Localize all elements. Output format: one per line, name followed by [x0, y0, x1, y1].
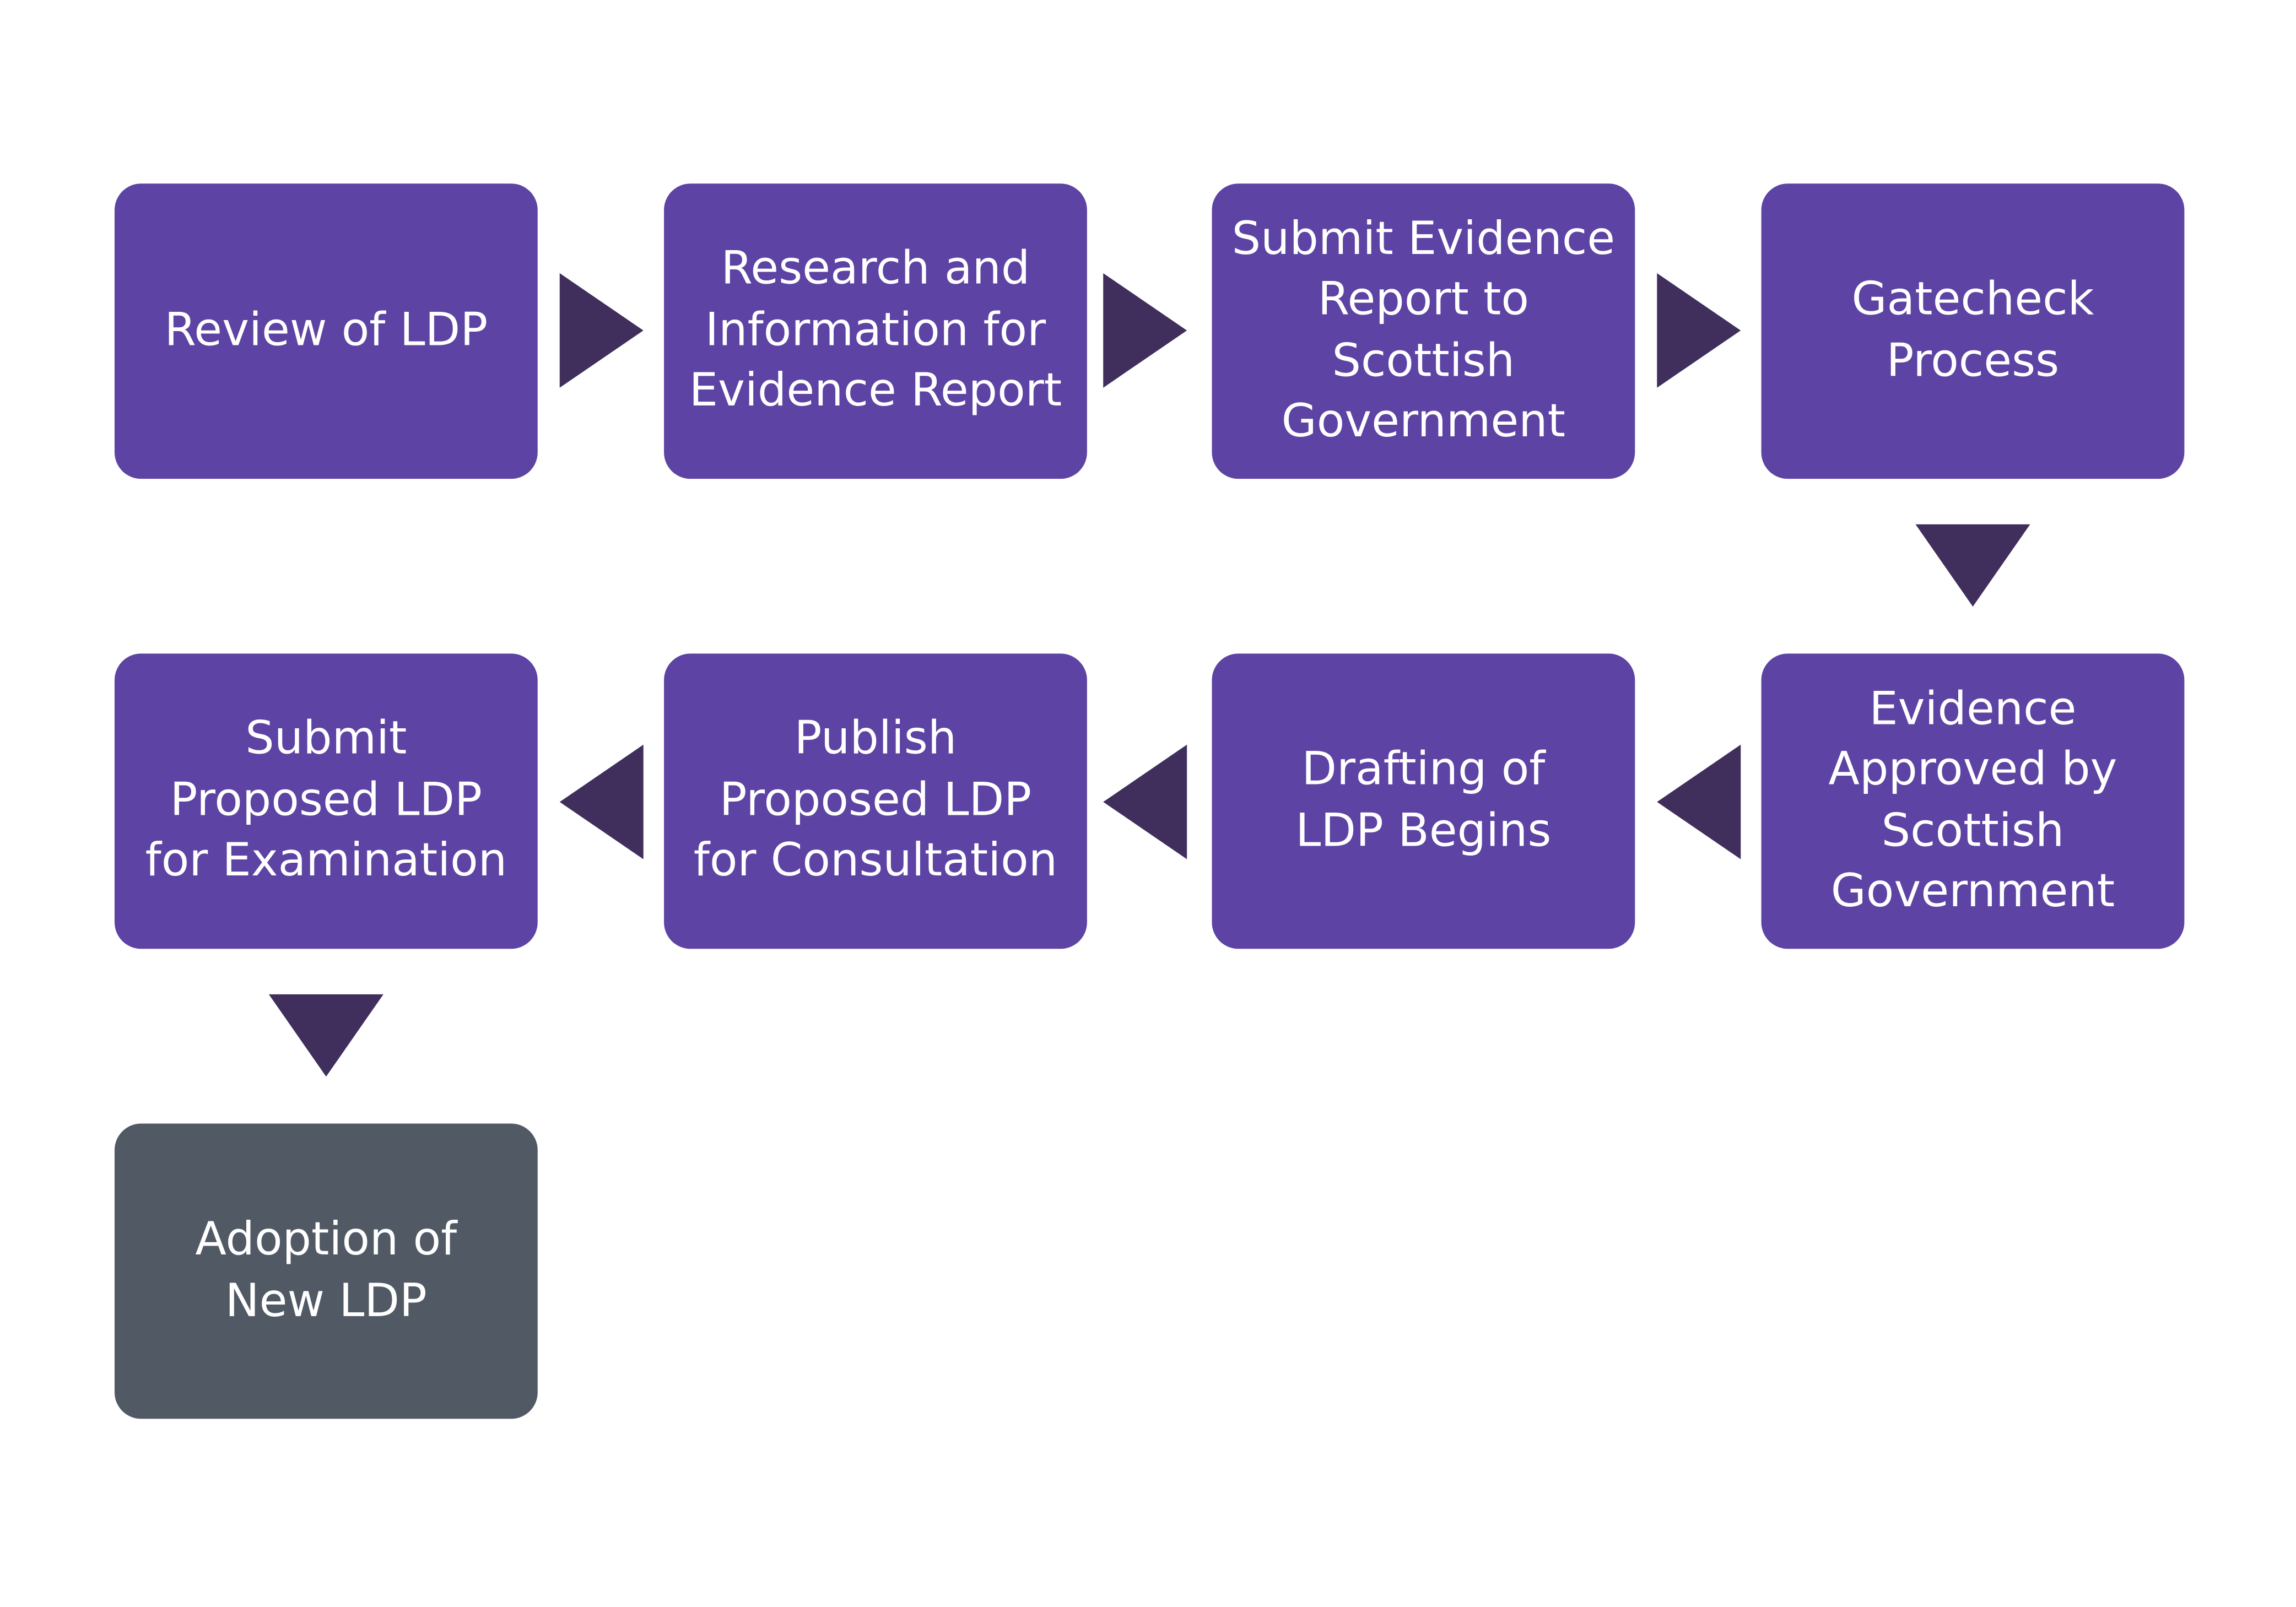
step-label: Publish Proposed LDP for Consultation — [693, 712, 1058, 888]
step-label: Evidence Approved by Scottish Government — [1828, 682, 2117, 918]
arrow-left-icon — [1657, 744, 1741, 859]
step-label: Submit Evidence Report to Scottish Gover… — [1231, 212, 1616, 448]
arrow-left-icon — [1103, 744, 1187, 859]
arrow-left-icon — [559, 744, 644, 859]
step-research-and-information: Research and Information for Evidence Re… — [664, 183, 1087, 479]
step-evidence-approved: Evidence Approved by Scottish Government — [1761, 653, 2185, 949]
step-drafting-of-ldp: Drafting of LDP Begins — [1212, 653, 1635, 949]
step-label: Review of LDP — [164, 304, 488, 357]
step-gatecheck-process: Gatecheck Process — [1761, 183, 2185, 479]
arrow-down-icon — [268, 994, 383, 1077]
step-submit-evidence-report: Submit Evidence Report to Scottish Gover… — [1212, 183, 1635, 479]
step-label: Gatecheck Process — [1851, 273, 2094, 387]
step-label: Submit Proposed LDP for Examination — [145, 712, 507, 888]
step-publish-proposed-ldp: Publish Proposed LDP for Consultation — [664, 653, 1087, 949]
step-label: Research and Information for Evidence Re… — [689, 242, 1062, 418]
step-submit-proposed-ldp: Submit Proposed LDP for Examination — [114, 653, 538, 949]
arrow-right-icon — [1103, 273, 1187, 388]
step-label: Adoption of New LDP — [195, 1213, 457, 1327]
step-adoption-of-new-ldp: Adoption of New LDP — [114, 1123, 538, 1419]
step-review-of-ldp: Review of LDP — [114, 183, 538, 479]
arrow-down-icon — [1915, 524, 2030, 607]
step-label: Drafting of LDP Begins — [1295, 743, 1552, 857]
arrow-right-icon — [559, 273, 644, 388]
arrow-right-icon — [1657, 273, 1741, 388]
